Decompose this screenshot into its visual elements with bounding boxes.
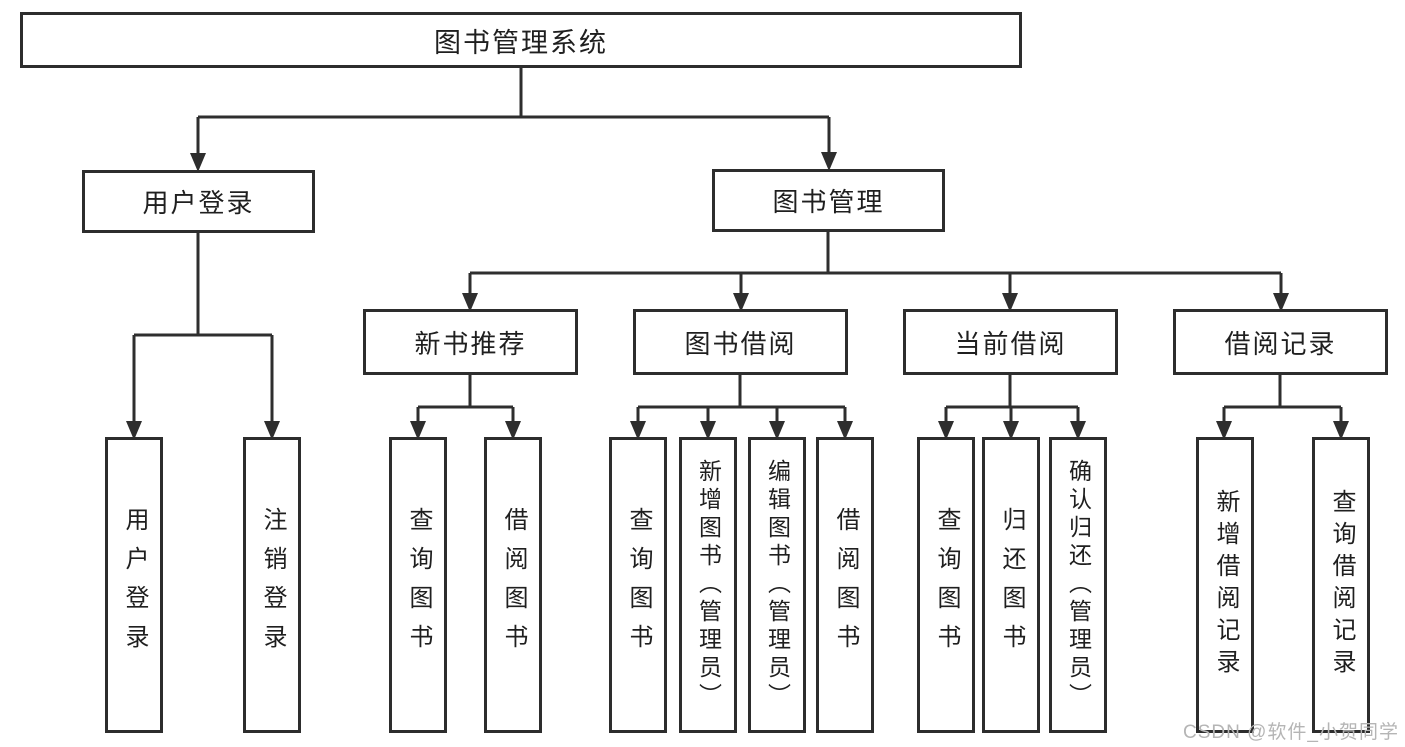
node-label: 新增图书（管理员） <box>695 459 722 711</box>
node-label: 图书管理 <box>772 187 885 217</box>
leaf-add-borrow-record: 新增借阅记录 <box>1196 437 1254 733</box>
node-new-book-recommendation: 新书推荐 <box>363 309 578 375</box>
node-label: 借阅记录 <box>1224 328 1337 359</box>
node-label: 查询借阅记录 <box>1328 489 1355 681</box>
leaf-query-borrow-record: 查询借阅记录 <box>1312 437 1370 733</box>
node-label: 确认归还（管理员） <box>1065 459 1092 711</box>
leaf-query-books-current: 查询图书 <box>917 437 975 733</box>
leaf-query-books-recommend: 查询图书 <box>389 437 447 733</box>
leaf-logout-login: 注销登录 <box>243 437 301 733</box>
leaf-return-books: 归还图书 <box>982 437 1040 733</box>
node-library-management-system: 图书管理系统 <box>20 12 1022 68</box>
arrowheads <box>126 152 1349 440</box>
node-book-management-module: 图书管理 <box>712 169 945 232</box>
leaf-query-books-borrowing: 查询图书 <box>609 437 667 733</box>
node-label: 图书管理系统 <box>434 27 608 58</box>
node-label: 用户登录 <box>121 507 148 663</box>
node-label: 查询图书 <box>405 507 432 663</box>
node-current-borrowing: 当前借阅 <box>903 309 1118 375</box>
connector-edges <box>132 68 1343 424</box>
leaf-edit-books-admin: 编辑图书（管理员） <box>748 437 806 733</box>
node-label: 借阅图书 <box>832 507 859 663</box>
node-book-borrowing: 图书借阅 <box>633 309 848 375</box>
node-label: 查询图书 <box>933 507 960 663</box>
leaf-user-login: 用户登录 <box>105 437 163 733</box>
node-user-login-module: 用户登录 <box>82 170 315 233</box>
node-label: 查询图书 <box>625 507 652 663</box>
node-label: 新增借阅记录 <box>1212 489 1239 681</box>
watermark-text: CSDN @软件_小贺同学 <box>1183 722 1399 743</box>
node-label: 注销登录 <box>259 507 286 663</box>
leaf-add-books-admin: 新增图书（管理员） <box>679 437 737 733</box>
node-label: 用户登录 <box>142 188 255 218</box>
node-label: 图书借阅 <box>684 328 797 359</box>
leaf-borrow-books-recommend: 借阅图书 <box>484 437 542 733</box>
leaf-confirm-return-admin: 确认归还（管理员） <box>1049 437 1107 733</box>
node-label: 当前借阅 <box>954 328 1067 359</box>
node-label: 借阅图书 <box>500 507 527 663</box>
node-borrowing-records: 借阅记录 <box>1173 309 1388 375</box>
leaf-borrow-books-borrowing: 借阅图书 <box>816 437 874 733</box>
node-label: 编辑图书（管理员） <box>764 459 791 711</box>
node-label: 归还图书 <box>998 507 1025 663</box>
node-label: 新书推荐 <box>414 328 527 359</box>
